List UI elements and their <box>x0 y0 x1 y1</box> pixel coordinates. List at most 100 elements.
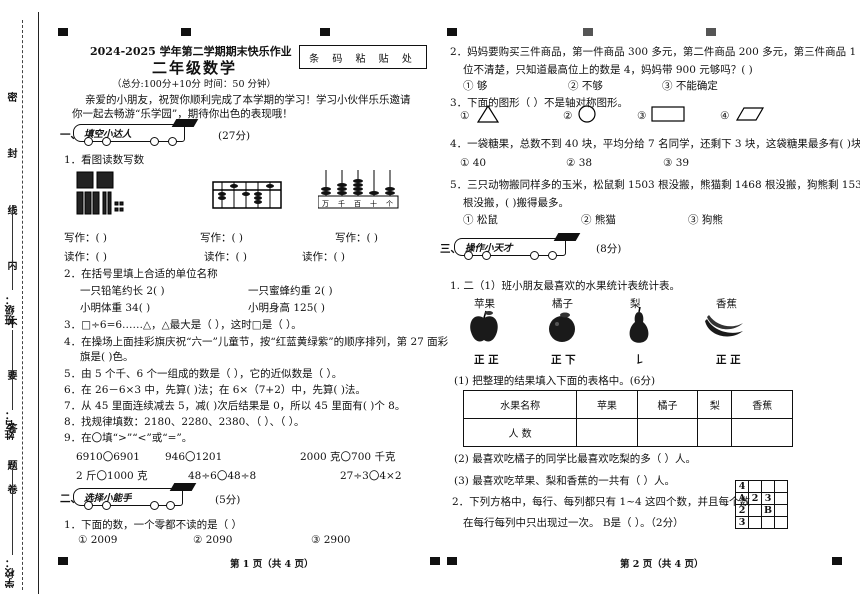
question-text: 2．下列方格中，每行、每列都只有 1~4 这四个数，并且每个数 <box>452 496 751 508</box>
wheel-icon <box>84 501 93 510</box>
rectangle-shape <box>651 106 685 122</box>
option[interactable]: ③ <box>637 110 647 122</box>
wheel-icon <box>102 137 111 146</box>
question-text[interactable]: 小明体重 34( ) <box>80 302 151 314</box>
triangle-shape <box>476 104 500 123</box>
option[interactable]: ③ 狗熊 <box>688 214 723 226</box>
option[interactable]: ③ 不能确定 <box>662 80 718 92</box>
question-text[interactable]: 一只铅笔约长 2( ) <box>80 285 165 297</box>
counter-place-label: 十 <box>370 199 377 208</box>
exam-meta: （总分:100分+10分 时间：50 分钟） <box>112 79 277 90</box>
section-score: (8分) <box>596 243 622 255</box>
wheel-icon <box>548 251 557 260</box>
question-text[interactable]: 位不清楚，只知道最高位上的数是 4，妈妈带 900 元够吗？( ) <box>463 64 753 76</box>
subject-title: 二年级数学 <box>152 59 238 77</box>
write-answer[interactable]: 写作：( ) <box>200 232 244 244</box>
question-text[interactable]: 一只蜜蜂约重 2( ) <box>248 285 333 297</box>
grid-cell[interactable] <box>748 516 762 529</box>
option[interactable]: ③ 2900 <box>311 534 351 546</box>
compare-item[interactable]: 946〇1201 <box>165 451 223 463</box>
read-answer[interactable]: 读作：( ) <box>64 251 108 263</box>
table-header-cell: 苹果 <box>576 390 638 419</box>
question-text: 5．三只动物搬同样多的玉米，松鼠剩 1503 根没搬，熊猫剩 1468 根没搬，… <box>450 179 860 191</box>
wheel-icon <box>482 251 491 260</box>
grid-cell[interactable] <box>761 480 775 493</box>
graduation-cap-icon <box>169 483 197 491</box>
question-text[interactable]: (2) 最喜欢吃橘子的同学比最喜欢吃梨的多（ ）人。 <box>454 453 697 465</box>
write-answer[interactable]: 写作：( ) <box>64 232 108 244</box>
grid-cell[interactable] <box>774 492 788 505</box>
registration-mark <box>583 28 593 36</box>
write-answer[interactable]: 写作：( ) <box>335 232 379 244</box>
question-text[interactable]: 小明身高 125( ) <box>248 302 325 314</box>
registration-mark <box>447 557 457 565</box>
compare-item[interactable]: 6910〇6901 <box>76 451 140 463</box>
tally-mark: 𠄌 <box>634 354 645 366</box>
answer-cell[interactable] <box>731 418 793 447</box>
base-ten-blocks-image <box>76 171 124 215</box>
option[interactable]: ① <box>460 110 470 122</box>
banana-icon <box>705 315 743 337</box>
fruit-label: 橘子 <box>552 298 573 310</box>
section-score: (27分) <box>218 130 251 142</box>
binding-solid-line <box>38 12 39 594</box>
question-text[interactable]: 根没搬，( )搬得最多。 <box>463 197 570 209</box>
answer-cell[interactable] <box>636 418 699 447</box>
grid-cell[interactable] <box>748 480 762 493</box>
registration-mark <box>706 28 716 36</box>
option[interactable]: ② 不够 <box>568 80 603 92</box>
question-text[interactable]: 7．从 45 里面连续减去 5，减( )次后结果是 0，所以 45 里面有( )… <box>64 400 406 412</box>
option[interactable]: ② 熊猫 <box>581 214 616 226</box>
compare-item[interactable]: 27÷3〇4×2 <box>340 470 402 482</box>
section-banner-label: 选择小能手 <box>84 493 132 504</box>
wheel-icon <box>464 251 473 260</box>
grid-cell[interactable] <box>774 480 788 493</box>
counter-place-label: 个 <box>386 200 393 208</box>
option[interactable]: ③ 39 <box>663 157 690 169</box>
name-field-line[interactable] <box>12 330 13 410</box>
option[interactable]: ① 够 <box>463 80 488 92</box>
question-text[interactable]: 8．找规律填数：2180、2280、2380、（ ）、（ ）。 <box>64 416 305 428</box>
option[interactable]: ② <box>563 110 573 122</box>
class-field-line[interactable] <box>12 205 13 290</box>
read-answer[interactable]: 读作：( ) <box>204 251 248 263</box>
question-text[interactable]: 在每行每列中只出现过一次。 B是（ ）。（2分） <box>463 517 684 529</box>
grid-cell[interactable] <box>774 504 788 517</box>
compare-item[interactable]: 48÷6〇48÷8 <box>188 470 257 482</box>
registration-mark <box>430 557 440 565</box>
compare-item[interactable]: 2 斤〇1000 克 <box>76 470 148 482</box>
pear-icon <box>629 306 649 343</box>
counter-place-label: 万 <box>322 200 329 208</box>
answer-cell[interactable] <box>576 418 638 447</box>
grid-cell[interactable] <box>774 516 788 529</box>
school-field-line[interactable] <box>12 470 13 555</box>
seal-char: 题 <box>5 460 16 470</box>
question-text[interactable]: 4．一袋糖果，总数不到 40 块，平均分给 7 名同学，还剩下 3 块，这袋糖果… <box>450 138 860 150</box>
table-header-cell: 香蕉 <box>731 390 793 419</box>
intro-text: 亲爱的小朋友，祝贺你顺利完成了本学期的学习！学习小伙伴乐乐邀请 <box>85 94 411 106</box>
question-text[interactable]: 旗是( )色。 <box>80 351 134 363</box>
option[interactable]: ① 2009 <box>78 534 118 546</box>
barcode-area: 条 码 粘 贴 处 <box>299 45 427 69</box>
answer-cell[interactable] <box>697 418 733 447</box>
question-text[interactable]: (3) 最喜欢吃苹果、梨和香蕉的一共有（ ）人。 <box>454 475 676 487</box>
grid-cell[interactable] <box>761 516 775 529</box>
option[interactable]: ① 松鼠 <box>463 214 498 226</box>
compare-item[interactable]: 2000 克〇700 千克 <box>300 451 396 463</box>
option[interactable]: ① 40 <box>460 157 487 169</box>
grid-cell[interactable] <box>748 504 762 517</box>
read-answer[interactable]: 读作：( ) <box>302 251 346 263</box>
option[interactable]: ④ <box>720 110 730 122</box>
grid-cell: 2 <box>735 504 749 517</box>
option[interactable]: ② 2090 <box>193 534 233 546</box>
option[interactable]: ② 38 <box>566 157 593 169</box>
page-footer: 第 2 页（共 4 页） <box>620 559 704 570</box>
graduation-cap-icon <box>171 119 199 127</box>
fruit-label: 香蕉 <box>716 298 737 310</box>
question-text: 1．下面的数，一个零都不读的是（ ） <box>64 519 243 531</box>
question-text[interactable]: 6．在 26－6×3 中，先算( )法；在 6×（7+2）中，先算( )法。 <box>64 384 366 396</box>
grid-cell: A <box>735 492 749 505</box>
question-text[interactable]: 5．由 5 个千、6 个一组成的数是（ ），它的近似数是（ ）。 <box>64 368 343 380</box>
question-text[interactable]: 3．□÷6=6……△，△最大是（ ），这时□是（ ）。 <box>64 319 302 331</box>
intro-text: 你一起去畅游“乐学园”，期待你出色的表现哦！ <box>72 108 293 120</box>
